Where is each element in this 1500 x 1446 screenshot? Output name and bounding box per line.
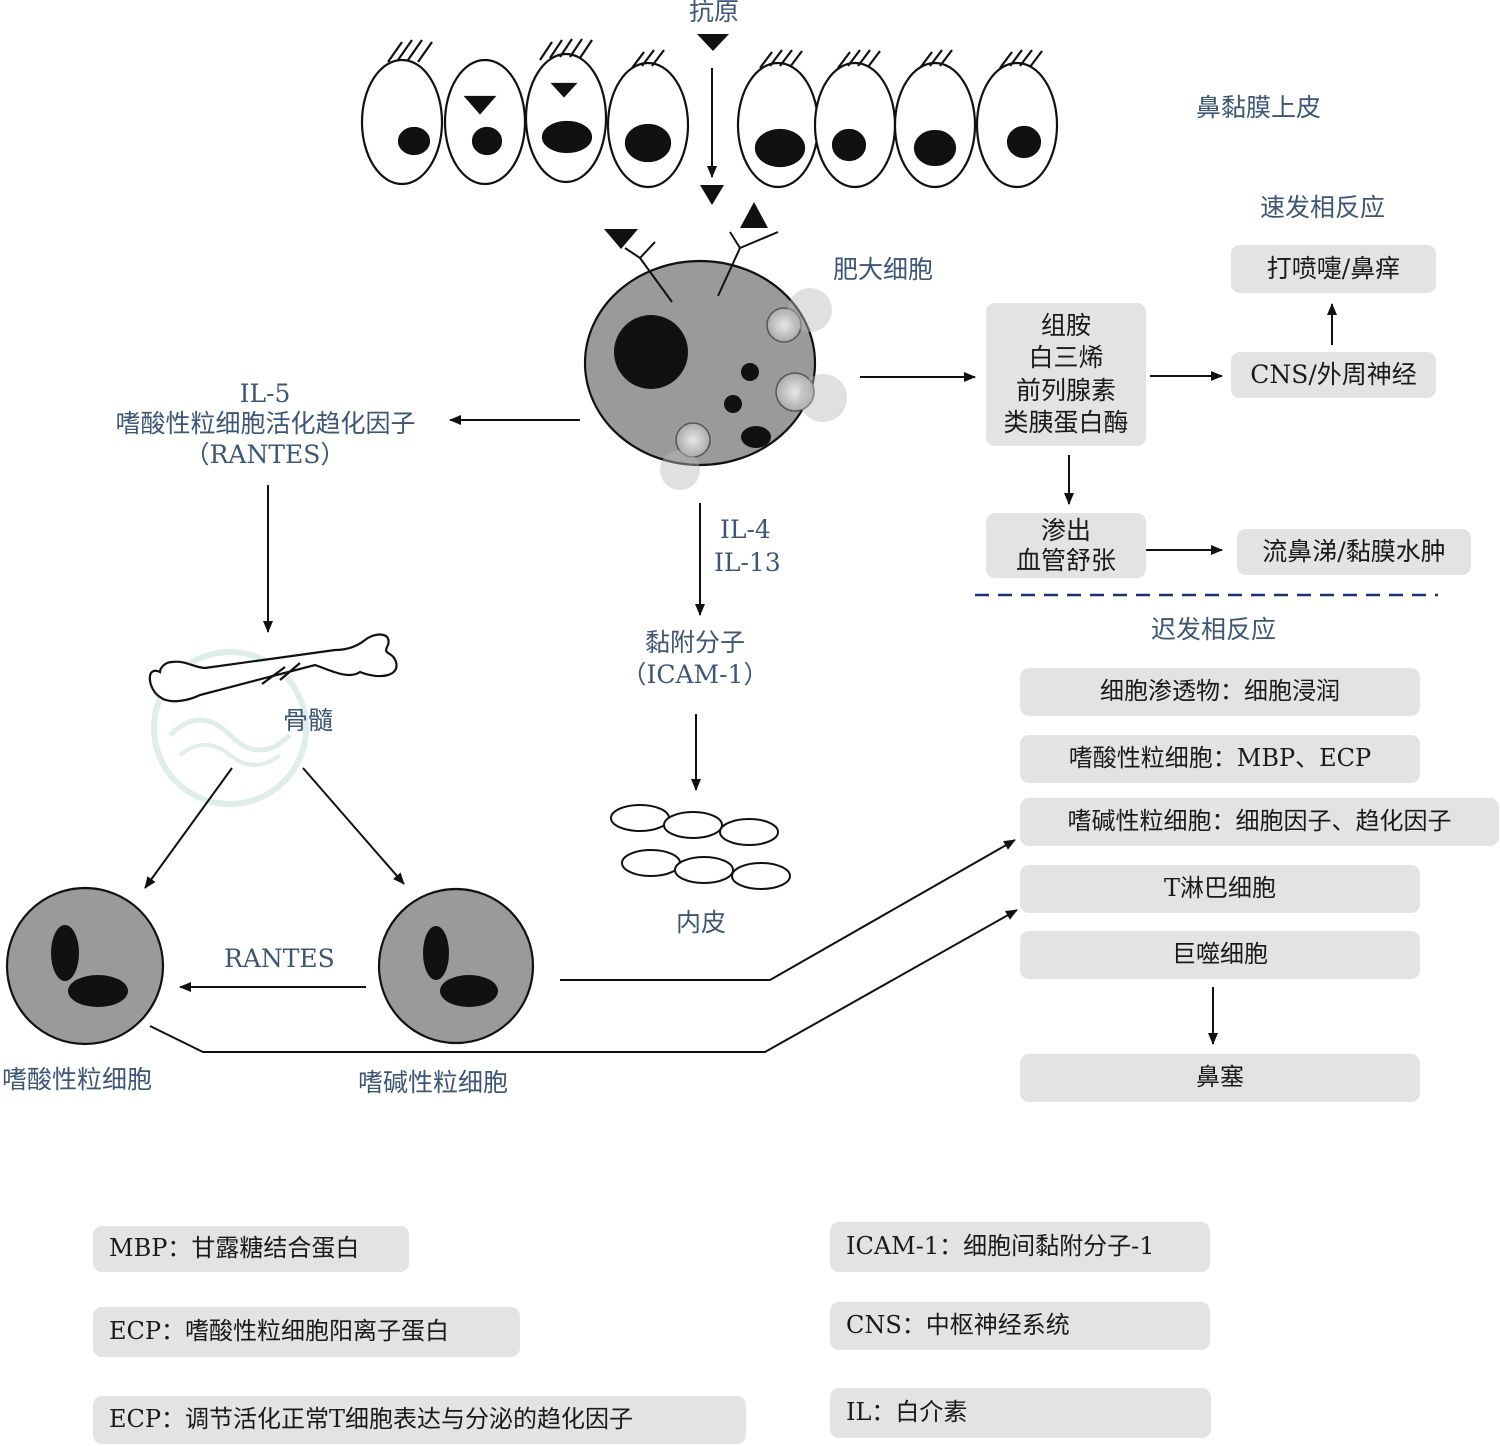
early-phase-label: 速发相反应 <box>1260 193 1386 222</box>
pathway-arrows <box>144 303 1337 1053</box>
bone-icon <box>148 633 398 703</box>
mast-cell <box>583 202 847 490</box>
late-item-infiltrate: 细胞渗透物：细胞浸润 <box>1020 668 1420 716</box>
epithelial-cell <box>606 49 690 189</box>
legend-rantes: ECP：调节活化正常T细胞表达与分泌的趋化因子 <box>93 1396 746 1444</box>
late-item-basophil: 嗜碱性粒细胞：细胞因子、趋化因子 <box>1020 798 1499 846</box>
il4-label: IL-4 <box>720 515 771 544</box>
epithelial-cell <box>893 49 977 189</box>
legend-ecp: ECP：嗜酸性粒细胞阳离子蛋白 <box>93 1307 520 1357</box>
endothelium-cells <box>610 804 791 890</box>
late-item-eosinophil: 嗜酸性粒细胞：MBP、ECP <box>1020 735 1420 783</box>
late-phase-label: 迟发相反应 <box>1151 615 1277 644</box>
mediator-item: 组胺 <box>1040 310 1091 340</box>
cns-nerve-box: CNS/外周神经 <box>1231 352 1436 398</box>
rantes-label: RANTES <box>224 944 335 973</box>
nasal-epithelium-label: 鼻黏膜上皮 <box>1196 93 1322 122</box>
basophil-cell <box>377 887 535 1045</box>
adhesion-molecule-label: 黏附分子 <box>644 628 745 657</box>
bone-marrow-label: 骨髓 <box>283 706 334 735</box>
mediator-item: 前列腺素 <box>1015 375 1116 405</box>
il5-label: IL-5 <box>239 379 291 408</box>
eosinophil-label: 嗜酸性粒细胞 <box>2 1065 153 1094</box>
epithelial-cell <box>443 58 527 186</box>
epithelial-cell <box>524 38 608 184</box>
antigen-path <box>697 34 729 205</box>
late-item-macrophage: 巨噬细胞 <box>1020 931 1420 979</box>
eosinophil-cell <box>5 886 165 1046</box>
sneeze-itch-box: 打喷嚏/鼻痒 <box>1231 245 1436 293</box>
exudation-box: 渗出 血管舒张 <box>986 513 1146 578</box>
vasodilation-item: 血管舒张 <box>1015 545 1116 575</box>
late-item-t-lymphocyte: T淋巴细胞 <box>1020 865 1420 913</box>
il13-label: IL-13 <box>714 548 781 577</box>
runny-nose-box: 流鼻涕/黏膜水肿 <box>1237 529 1471 575</box>
legend-cns: CNS：中枢神经系统 <box>830 1302 1210 1350</box>
mediator-item: 类胰蛋白酶 <box>1003 408 1129 437</box>
ige-receptors <box>604 202 779 303</box>
icam-paren-label: （ICAM-1） <box>621 660 769 689</box>
epithelial-cell <box>975 49 1059 189</box>
epithelial-cells <box>360 38 1059 189</box>
mast-cell-label: 肥大细胞 <box>833 255 934 284</box>
exudation-item: 渗出 <box>1040 515 1091 545</box>
epithelial-cell <box>813 49 897 189</box>
antigen-label: 抗原 <box>689 0 740 26</box>
basophil-label: 嗜碱性粒细胞 <box>358 1068 509 1097</box>
rantes-paren-label: （RANTES） <box>184 440 346 469</box>
legend-mbp: MBP：甘露糖结合蛋白 <box>93 1226 409 1272</box>
mediators-box: 组胺 白三烯 前列腺素 类胰蛋白酶 <box>986 303 1146 446</box>
epithelial-cell <box>360 39 444 186</box>
epithelial-cell <box>736 49 820 189</box>
mast-cell-granules <box>660 288 847 490</box>
legend-il: IL：白介素 <box>830 1388 1211 1438</box>
watermark-seal <box>151 649 309 807</box>
mediator-item: 白三烯 <box>1028 343 1104 372</box>
legend-icam: ICAM-1：细胞间黏附分子-1 <box>830 1222 1210 1272</box>
nasal-congestion-box: 鼻塞 <box>1020 1054 1420 1102</box>
eosinophil-chemokine-label: 嗜酸性粒细胞活化趋化因子 <box>115 409 416 438</box>
endothelium-label: 内皮 <box>676 908 727 937</box>
